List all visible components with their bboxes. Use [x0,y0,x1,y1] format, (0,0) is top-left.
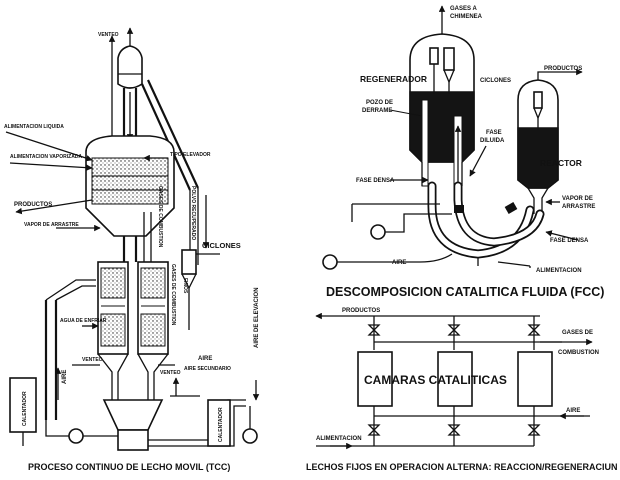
fcc-label-aire: AIRE [392,260,406,266]
tcc-label-aire-elevacion: AIRE DE ELEVACION [254,287,260,348]
fcc-label-derrame: DERRAME [362,108,392,114]
tcc-label-vapor-arrastre: VAPOR DE ARRASTRE [24,222,79,228]
fcc-label-vapor-de: VAPOR DE [562,196,593,202]
tcc-heater-left [9,377,37,433]
fcc-label-regenerador: REGENERADOR [360,74,427,84]
fcc-label-ciclones: CICLONES [480,78,511,84]
fixed-caption: LECHOS FIJOS EN OPERACION ALTERNA: REACC… [306,462,618,472]
fcc-label-fase-densa-left: FASE DENSA [356,178,395,184]
tcc-label-gases-combustion: GASES DE COMBUSTION [157,186,163,248]
fixed-label-alimentacion: ALIMENTACION [316,436,362,442]
tcc-label-finos: FINOS [182,278,188,294]
tcc-label-aire-secundario: AIRE SECUNDARIO [184,366,231,372]
fixed-label-combustion: COMBUSTION [558,350,599,356]
fixed-bed-chamber-1 [357,351,393,407]
fixed-label-gases-de: GASES DE [562,330,593,336]
fcc-label-gases-a: GASES A [450,6,477,12]
tcc-label-venteo-left: VENTEO [82,357,103,363]
tcc-top-hopper [117,45,143,89]
tcc-blower-left [68,428,84,444]
fcc-label-alimentacion: ALIMENTACION [536,268,582,274]
fcc-diagram: GASES A CHIMENEA REGENERADOR CICLONES PR… [322,5,604,299]
fcc-label-chimenea: CHIMENEA [450,14,483,20]
tcc-label-tipo-elevador: TIPO ELEVADOR [170,152,211,158]
fixed-bed-chamber-3 [517,351,553,407]
tcc-label-calentador-right: CALENTADOR [218,407,224,442]
tcc-label-alimentacion-liquida: ALIMENTACION LIQUIDA [4,124,64,130]
fixed-bed-chamber-2 [437,351,473,407]
tcc-blower-right [242,428,258,444]
fcc-label-fase-densa-right: FASE DENSA [550,238,589,244]
fcc-air-blower-2 [322,254,338,270]
tcc-label-aire-secundario-1: AIRE [198,356,212,362]
tcc-label-venteo-right: VENTEO [160,370,181,376]
fcc-label-diluida: DILUIDA [480,138,505,144]
tcc-label-aire-left: AIRE [62,370,68,384]
tcc-cyclone [181,249,197,275]
tcc-label-ciclones: CICLONES [202,241,241,250]
fcc-air-blower-1 [370,224,386,240]
fcc-label-reactor: REACTOR [540,158,582,168]
tcc-label-agua-enfriar: AGUA DE ENFRIAR [60,318,107,324]
fcc-label-pozo: POZO DE [366,100,393,106]
tcc-label-alimentacion-vaporizada: ALIMENTACION VAPORIZADA [10,154,82,160]
fixed-bed-valves-top [367,324,541,336]
tcc-label-polvo-recuperado: POLVO RECUPERADO [190,186,196,240]
tcc-lift-pot [102,399,164,431]
fcc-label-fase: FASE [486,130,502,136]
tcc-label-gases-combustion-2: GASES DE COMBUSTION [170,264,176,326]
fixed-label-camaras: CAMARAS CATALITICAS [364,373,507,387]
tcc-diagram: VENTEO ALIMENTACION LIQUIDA ALIMENTACION… [4,27,260,472]
fixed-label-aire: AIRE [566,408,580,414]
tcc-label-venteo-top: VENTEO [98,32,119,38]
fcc-label-arrastre: ARRASTRE [562,204,595,210]
fixed-bed-valves-bottom [367,424,541,436]
fcc-title: DESCOMPOSICION CATALITICA FLUIDA (FCC) [326,285,604,299]
tcc-label-productos: PRODUCTOS [14,202,52,208]
fixed-label-productos: PRODUCTOS [342,308,380,314]
fcc-label-productos: PRODUCTOS [544,66,582,72]
tcc-caption: PROCESO CONTINUO DE LECHO MOVIL (TCC) [28,462,230,472]
tcc-heater-right [207,399,231,447]
tcc-label-calentador-left: CALENTADOR [22,391,28,426]
fixed-bed-diagram: PRODUCTOS CAMARAS CATALITICAS GASES DE C… [306,308,618,472]
